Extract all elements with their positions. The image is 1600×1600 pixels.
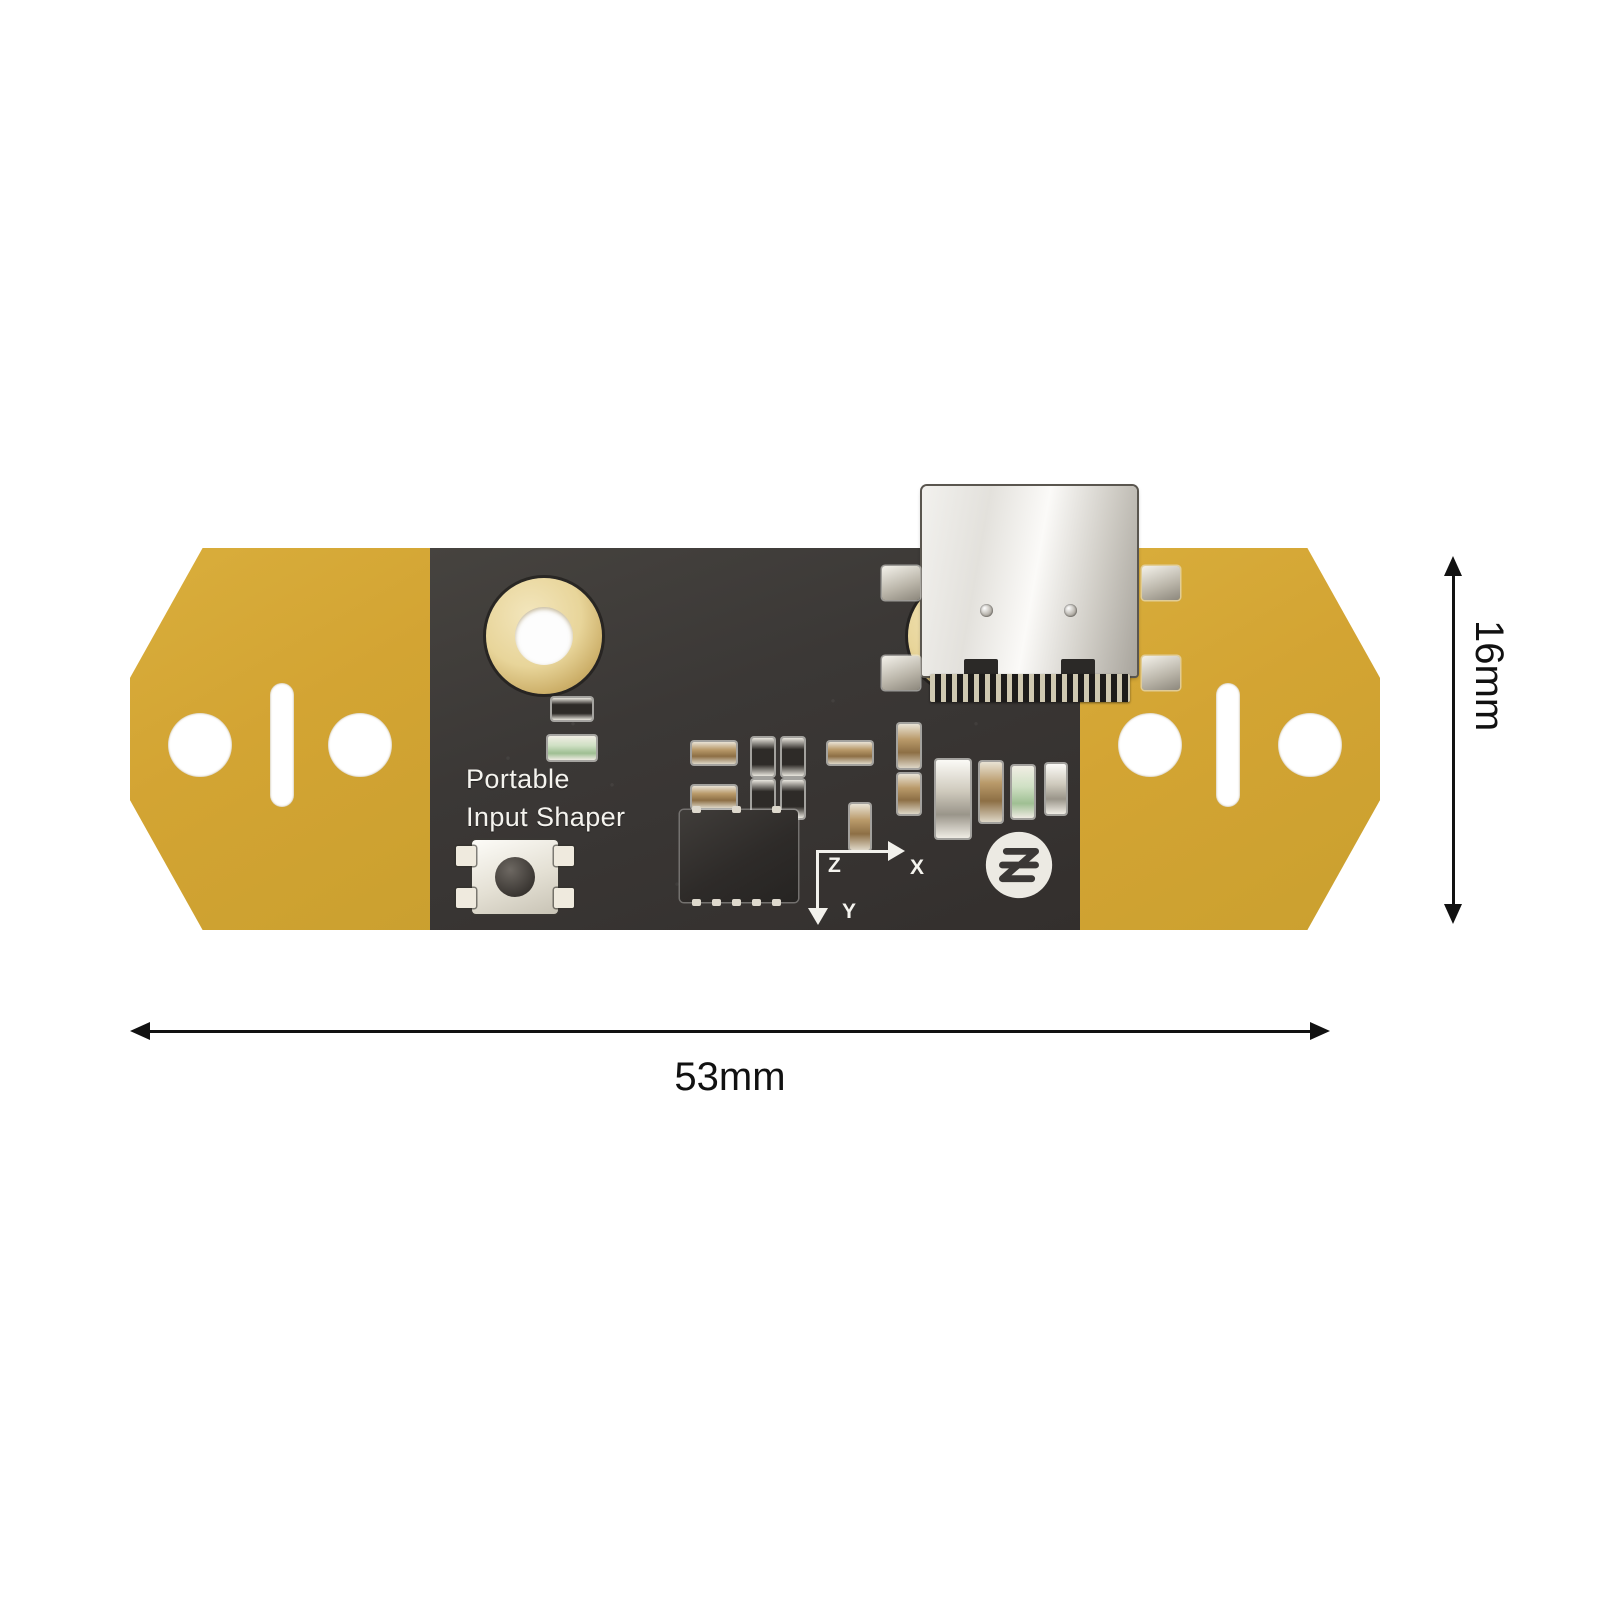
capacitor-c5 xyxy=(980,762,1002,822)
resistor-r6 xyxy=(898,774,920,814)
button-lug xyxy=(456,846,476,866)
height-dimension-line xyxy=(1452,574,1455,906)
width-dimension-line xyxy=(148,1030,1312,1033)
ic-pin xyxy=(712,899,721,906)
capacitor-c6 xyxy=(1012,766,1034,818)
capacitor-c7 xyxy=(1046,764,1066,814)
usb-anchor-pad-br xyxy=(1142,656,1180,690)
ic-pin xyxy=(692,806,701,813)
reset-button[interactable] xyxy=(456,840,574,914)
silkscreen-text: Portable Input Shaper xyxy=(466,760,625,837)
axis-y-line xyxy=(816,850,819,912)
ic-pin xyxy=(732,899,741,906)
usb-shield-dimple-right xyxy=(1064,604,1077,617)
resistor-r1 xyxy=(552,698,592,720)
button-lug xyxy=(554,846,574,866)
usb-shield-notch-left xyxy=(964,659,998,677)
right-wing-slot xyxy=(1216,683,1240,807)
resistor-r4 xyxy=(828,742,872,764)
width-dimension-arrow xyxy=(130,1022,1330,1040)
accelerometer-ic xyxy=(680,806,798,906)
ic-pin xyxy=(752,899,761,906)
axis-orientation-indicator: X Y Z xyxy=(808,816,928,928)
inductor-l1 xyxy=(936,760,970,838)
height-dimension-label: 16mm xyxy=(1467,620,1511,732)
left-wing-slot xyxy=(270,683,294,807)
width-arrowhead-right xyxy=(1310,1022,1330,1040)
height-arrowhead-top xyxy=(1444,556,1462,576)
axis-x-line xyxy=(816,850,892,853)
right-wing-hole-outer xyxy=(1278,713,1342,777)
usb-anchor-pad-tr xyxy=(1142,566,1180,600)
right-wing-hole-inner xyxy=(1118,713,1182,777)
resistor-r5 xyxy=(898,724,920,768)
ic-pin xyxy=(772,899,781,906)
ic-pin xyxy=(692,899,701,906)
width-arrowhead-left xyxy=(130,1022,150,1040)
mount-hole-left xyxy=(486,578,602,694)
pcb-left-wing xyxy=(130,548,460,930)
resistor-r7 xyxy=(850,804,870,850)
capacitor-c4 xyxy=(782,780,804,818)
usb-anchor-pad-tl xyxy=(882,566,920,600)
usb-c-pin-row xyxy=(930,674,1130,702)
button-lug xyxy=(456,888,476,908)
left-wing-hole-outer xyxy=(168,713,232,777)
axis-z-label: Z xyxy=(828,854,841,877)
axis-x-label: X xyxy=(910,856,925,879)
height-dimension-arrow xyxy=(1444,556,1462,924)
usb-shield-notch-right xyxy=(1061,659,1095,677)
capacitor-c1 xyxy=(752,738,774,776)
pcb-assembly: Portable Input Shaper X Y Z xyxy=(130,486,1380,930)
pcb-core-board: Portable Input Shaper X Y Z xyxy=(430,486,1180,930)
brand-logo xyxy=(980,826,1058,904)
axis-y-arrowhead xyxy=(808,908,828,925)
left-wing-hole-inner xyxy=(328,713,392,777)
resistor-r2 xyxy=(692,742,736,764)
status-led xyxy=(548,736,596,760)
capacitor-c2 xyxy=(782,738,804,776)
usb-anchor-pad-bl xyxy=(882,656,920,690)
axis-y-label: Y xyxy=(842,900,857,923)
usb-shield-dimple-left xyxy=(980,604,993,617)
silkscreen-line-2: Input Shaper xyxy=(466,802,626,833)
ic-pin xyxy=(772,806,781,813)
silkscreen-line-1: Portable xyxy=(466,764,570,794)
capacitor-c3 xyxy=(752,780,774,818)
resistor-r3 xyxy=(692,786,736,808)
usb-c-connector[interactable] xyxy=(922,486,1137,677)
height-arrowhead-bottom xyxy=(1444,904,1462,924)
button-lug xyxy=(554,888,574,908)
width-dimension-label: 53mm xyxy=(674,1055,786,1099)
ic-pin xyxy=(732,806,741,813)
axis-x-arrowhead xyxy=(888,841,905,861)
